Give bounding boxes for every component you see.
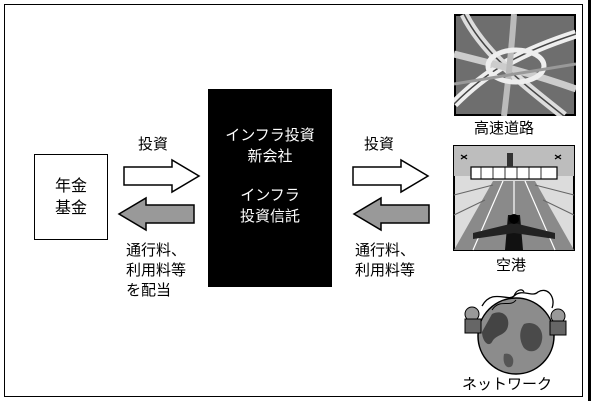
right-return-line2: 利用料等 xyxy=(355,261,416,279)
airport-icon xyxy=(453,145,575,251)
left-return-arrow xyxy=(117,196,195,232)
left-return-line1: 通行料、 xyxy=(126,241,187,259)
left-invest-arrow xyxy=(123,158,201,194)
pension-fund-box: 年金 基金 xyxy=(34,154,108,240)
diagram-frame xyxy=(4,4,583,397)
right-return-line1: 通行料、 xyxy=(355,241,416,259)
highway-icon xyxy=(454,14,576,116)
right-invest-arrow xyxy=(352,158,430,194)
left-return-line3: を配当 xyxy=(126,281,172,299)
company-line4: 投資信託 xyxy=(239,207,300,225)
network-label: ネットワーク xyxy=(462,375,553,393)
company-line3: インフラ xyxy=(240,186,300,204)
company-line2: 新会社 xyxy=(247,147,293,165)
company-line1: インフラ投資 xyxy=(225,126,315,144)
left-invest-label: 投資 xyxy=(138,135,169,153)
airport-label: 空港 xyxy=(496,256,527,274)
right-return-arrow xyxy=(352,196,430,232)
left-return-line2: 利用料等 xyxy=(126,261,187,279)
network-globe-icon xyxy=(464,289,567,375)
highway-label: 高速道路 xyxy=(474,119,535,137)
pension-label-line1: 年金 xyxy=(54,176,87,195)
pension-label-line2: 基金 xyxy=(54,198,87,217)
infrastructure-company-box: インフラ投資 新会社 インフラ 投資信託 xyxy=(208,89,332,287)
right-invest-label: 投資 xyxy=(364,135,395,153)
right-border xyxy=(588,0,591,401)
